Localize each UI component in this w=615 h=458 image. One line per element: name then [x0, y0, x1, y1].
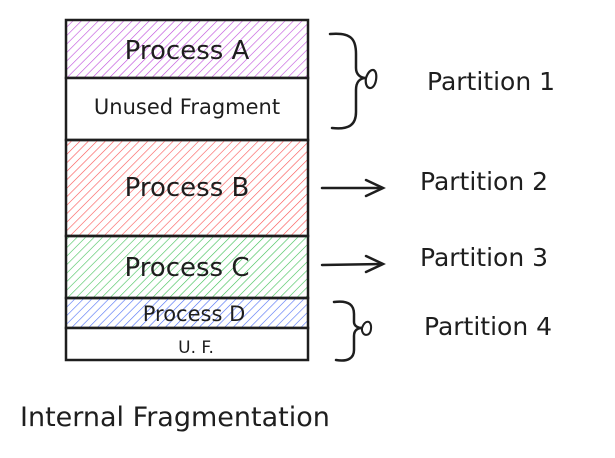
- partition-4-brace: [332, 300, 363, 362]
- partition-1-brace: [328, 32, 367, 130]
- partition-4-brace-loop: [360, 320, 373, 336]
- process-a-label: Process A: [125, 36, 250, 66]
- uf-block: [64, 326, 310, 362]
- unused-fragment-block: [64, 76, 310, 142]
- process-a-block: [64, 18, 310, 80]
- partition-1-label: Partition 1: [427, 67, 555, 96]
- unused-fragment-label: Unused Fragment: [94, 95, 280, 119]
- partition-4-label: Partition 4: [424, 312, 552, 341]
- diagram-caption: Internal Fragmentation: [20, 402, 330, 433]
- partition-1-brace-loop: [364, 68, 378, 90]
- process-d-label: Process D: [143, 302, 246, 326]
- process-c-block: [64, 234, 310, 300]
- process-b-block: [64, 138, 310, 238]
- uf-label: U. F.: [178, 338, 214, 358]
- memory-column: [64, 18, 310, 362]
- process-c-label: Process C: [124, 253, 249, 283]
- partition-3-label: Partition 3: [420, 243, 548, 272]
- process-b-label: Process B: [125, 173, 250, 203]
- partition-2-arrow: [320, 178, 386, 198]
- partition-3-arrow: [320, 254, 386, 274]
- partition-2-label: Partition 2: [420, 167, 548, 196]
